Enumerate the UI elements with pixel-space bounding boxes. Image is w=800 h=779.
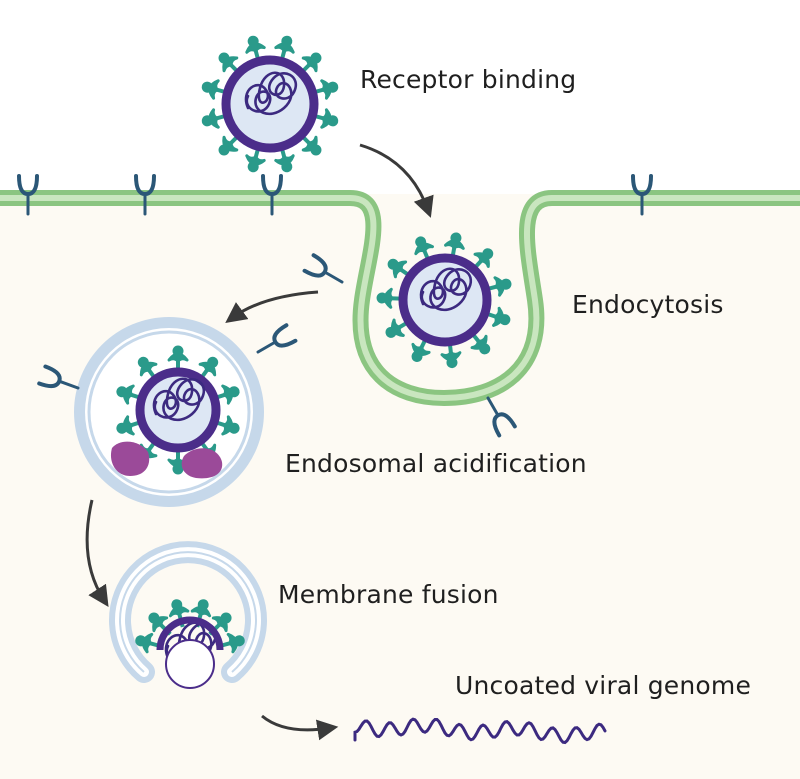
bound-receptor — [486, 396, 517, 438]
arrow-endosome-to-fusion — [85, 499, 109, 608]
receptor — [631, 174, 653, 216]
label-membrane-fusion: Membrane fusion — [278, 580, 499, 609]
endosomal-proteases — [110, 441, 223, 479]
protease-blob-right — [181, 448, 223, 479]
viral-rna — [152, 377, 206, 422]
bound-receptor — [261, 174, 283, 216]
bound-receptor — [256, 323, 298, 354]
bound-receptor — [302, 253, 344, 284]
spike-protein — [482, 306, 511, 327]
bound-receptor — [37, 364, 80, 390]
uncoated-viral-genome-strand — [353, 717, 607, 745]
fusing-capsid-fragment — [156, 616, 224, 651]
plasma-membrane — [0, 190, 800, 407]
receptor — [134, 174, 156, 216]
virus-receptor-binding — [201, 35, 339, 216]
spike-protein — [470, 248, 494, 272]
arrow-fusion-to-genome — [261, 714, 339, 741]
spike-protein — [310, 108, 339, 129]
label-uncoated-viral-genome: Uncoated viral genome — [455, 671, 751, 700]
virus-endocytosis — [302, 232, 517, 438]
membrane-receptors — [17, 174, 653, 216]
receptor — [17, 174, 39, 216]
viral-rna — [244, 71, 298, 116]
spike-protein — [201, 108, 230, 129]
arrow-binding-to-endocytosis — [359, 143, 434, 218]
spike-protein — [298, 52, 322, 76]
viral-rna — [419, 267, 473, 312]
virus-endosomal — [37, 323, 298, 475]
protease-blob-left — [110, 441, 150, 476]
spike-protein — [376, 287, 406, 309]
virus-fusing — [135, 599, 245, 689]
spike-proteins — [376, 232, 512, 369]
process-arrows — [85, 143, 434, 741]
arrow-endocytosis-to-endosome — [225, 290, 319, 323]
label-endocytosis: Endocytosis — [572, 290, 724, 319]
spike-protein — [245, 144, 266, 173]
fusion-endosome — [109, 541, 267, 683]
spike-protein — [137, 356, 159, 383]
released-core — [165, 639, 215, 689]
extracellular-space — [0, 0, 800, 194]
label-receptor-binding: Receptor binding — [360, 65, 576, 94]
label-endosomal-acidification: Endosomal acidification — [285, 449, 587, 478]
spike-protein — [211, 384, 240, 405]
